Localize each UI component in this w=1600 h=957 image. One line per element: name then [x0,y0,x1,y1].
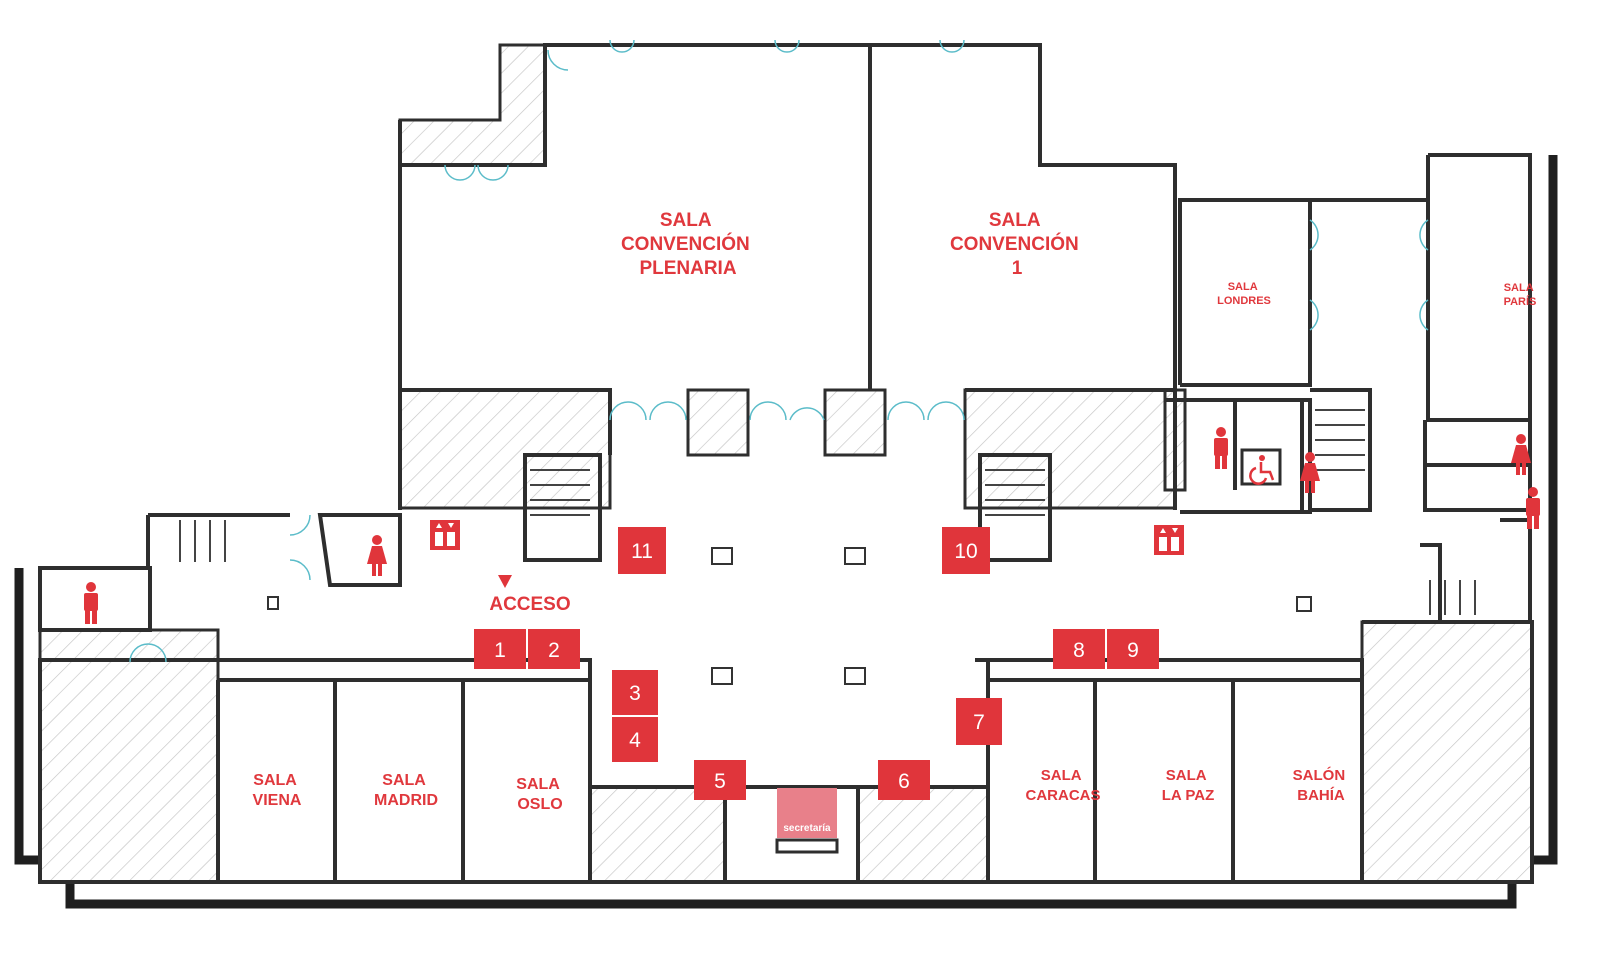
booth-number: 3 [629,682,641,705]
booth-number: 2 [548,639,560,662]
booth-3[interactable]: 3 [612,670,658,715]
outer-wall [14,155,1558,909]
booth-number: 1 [494,639,506,662]
booth-number: 8 [1073,639,1085,662]
booth-number: 10 [954,540,977,563]
booth-4[interactable]: 4 [612,717,658,762]
booth-number: 4 [629,729,641,752]
booth-number: 9 [1127,639,1139,662]
booth-11[interactable]: 11 [618,527,666,574]
columns [267,547,1312,685]
booth-2[interactable]: 2 [528,629,580,669]
booth-number: 7 [973,711,985,734]
booth-number: 11 [631,540,653,563]
booth-10[interactable]: 10 [942,527,990,574]
room-sala-viena: SALA VIENA [253,772,302,809]
booth-8[interactable]: 8 [1053,629,1105,669]
room-salon-bahia: SALÓN BAHÍA [1293,766,1350,804]
mens-restroom-icon [1214,427,1228,469]
booth-7[interactable]: 7 [956,698,1002,745]
booth-9[interactable]: 9 [1107,629,1159,669]
room-sala-convencion-1: SALA CONVENCIÓN 1 [950,210,1084,279]
elevator-icon [1154,525,1184,555]
room-sala-madrid: SALA MADRID [374,772,438,809]
booth-5[interactable]: 5 [694,760,746,800]
room-sala-convencion-plenaria: SALA CONVENCIÓN PLENARIA [621,210,755,279]
room-sala-paris: SALA PARÍS [1504,282,1537,308]
room-sala-caracas: SALA CARACAS [1026,767,1101,804]
womens-restroom-icon [1300,452,1320,493]
room-sala-londres: SALA LONDRES [1217,281,1271,307]
service-areas [38,43,1534,884]
acceso-label: ACCESO [489,594,570,615]
womens-restroom-icon [367,535,387,576]
secretaria-office[interactable]: secretaría [775,788,839,854]
mens-restroom-icon [84,582,98,624]
booth-number: 6 [898,770,910,793]
secretaria-label: secretaría [783,823,831,834]
elevator-icon [430,520,460,550]
doors [129,39,1429,663]
room-sala-oslo: SALA OSLO [516,776,563,813]
booth-number: 5 [714,770,726,793]
womens-restroom-icon [1511,434,1531,475]
acceso-arrow-icon [498,575,512,588]
booth-6[interactable]: 6 [878,760,930,800]
booth-1[interactable]: 1 [474,629,526,669]
wheelchair-accessible-icon [1240,448,1282,486]
mens-restroom-icon [1526,487,1540,529]
room-sala-la-paz: SALA LA PAZ [1162,767,1215,804]
